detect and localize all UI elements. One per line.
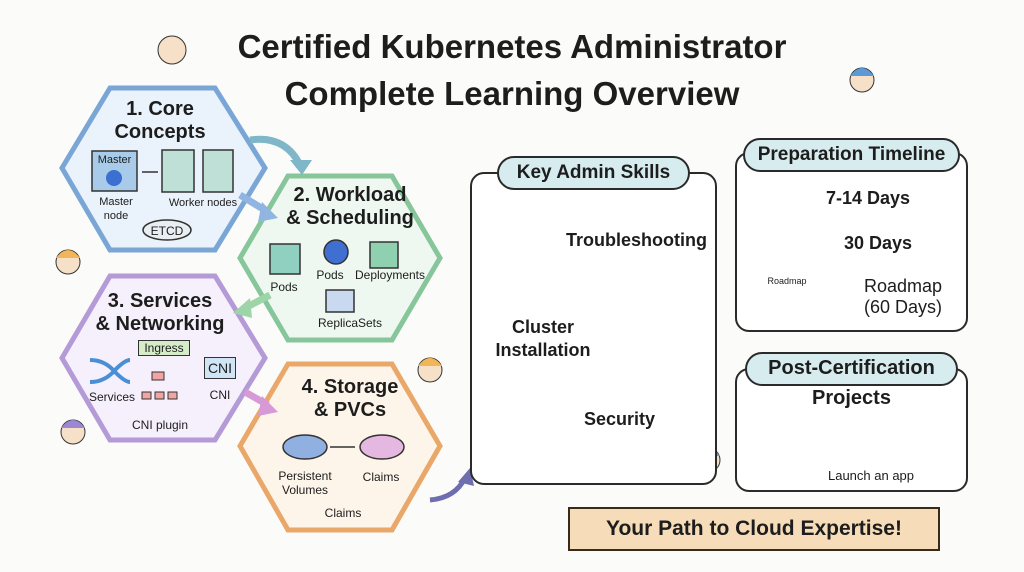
kubernetes-logo-icon (106, 170, 122, 186)
roadmap-icon-label: Roadmap (767, 276, 807, 286)
timeline-roadmap-60-days: Roadmap (60 Days) (848, 276, 958, 318)
title-line: 4. Storage (301, 376, 399, 398)
label-line: (60 Days) (863, 297, 943, 317)
shuffle-icon (89, 358, 131, 384)
preparation-timeline-header: Preparation Timeline (743, 138, 960, 172)
title-line: 2. Workload (293, 184, 407, 206)
replicaset-stack-icon (325, 289, 355, 313)
preparation-timeline-panel (735, 152, 968, 332)
path-banner: Your Path to Cloud Expertise! (568, 507, 940, 551)
page-title-line1: Certified Kubernetes Administrator (237, 28, 787, 65)
arrow-head-icon (258, 396, 278, 416)
claims-label: Claims (324, 506, 362, 520)
page-title-line2: Complete Learning Overview (284, 75, 740, 112)
post-certification-header: Post-Certification (745, 352, 958, 386)
pod-cube-icon (269, 243, 301, 275)
server-icon (161, 149, 195, 193)
module-workload-title: 2. Workload & Scheduling (270, 184, 430, 230)
label-line: Installation (495, 340, 591, 360)
pod-icon (323, 239, 349, 265)
key-admin-skills-header: Key Admin Skills (497, 156, 690, 190)
load-balancer-icon (151, 371, 165, 381)
post-certification-header-line2: Projects (812, 387, 891, 409)
title-line: 3. Services (107, 290, 213, 312)
worker-character-icon (157, 35, 187, 65)
label-line: Volumes (281, 483, 329, 497)
server-icon (202, 149, 234, 193)
cni-box: CNI (204, 357, 236, 379)
module-services-title: 3. Services & Networking (80, 290, 240, 336)
master-box-label: Master (97, 154, 132, 166)
cni-label: CNI (209, 388, 231, 402)
arrow-icon (249, 135, 304, 167)
etcd-database-icon (142, 219, 192, 241)
claims-label: Claims (362, 470, 400, 484)
arrow-head-icon (258, 202, 278, 222)
arrow-head-icon (290, 160, 312, 175)
persistent-volume-icon (282, 434, 328, 460)
persistent-volumes-label: Persistent Volumes (268, 469, 342, 497)
arrow-head-icon (233, 298, 252, 318)
title-line: & Networking (95, 313, 225, 335)
timeline-7-14-days: 7-14 Days (826, 188, 911, 208)
pods-label: Pods (270, 280, 298, 294)
replicasets-label: ReplicaSets (317, 316, 383, 330)
claim-cylinder-icon (359, 434, 405, 460)
label-line: Persistent (278, 469, 332, 483)
launch-an-app-label: Launch an app (827, 468, 915, 483)
title-line: 1. Core (126, 98, 194, 120)
deployment-stack-icon (369, 241, 399, 269)
title-line: & Scheduling (286, 207, 414, 229)
worker-nodes-label: Worker nodes (168, 197, 238, 209)
module-storage-title: 4. Storage & PVCs (270, 376, 430, 422)
cni-plugin-label: CNI plugin (131, 418, 189, 432)
timeline-30-days: 30 Days (844, 233, 913, 253)
title-line: & PVCs (313, 399, 387, 421)
hexagon-services (59, 273, 268, 443)
services-label: Services (88, 390, 135, 404)
title-line: Concepts (114, 121, 206, 143)
key-admin-skills-panel (470, 172, 717, 485)
module-core-concepts-title: 1. Core Concepts (90, 98, 230, 144)
deployments-label: Deployments (354, 268, 426, 282)
label-line: Cluster (511, 317, 574, 337)
skill-cluster-installation: Cluster Installation (490, 316, 596, 362)
pods-label: Pods (316, 268, 344, 282)
label-line: Roadmap (863, 276, 943, 296)
skill-security: Security (584, 409, 656, 429)
etcd-label: ETCD (150, 224, 184, 238)
skill-troubleshooting: Troubleshooting (566, 230, 707, 250)
post-certification-panel (735, 368, 968, 492)
master-node-label: Master node (99, 196, 133, 222)
ingress-box: Ingress (138, 340, 190, 356)
